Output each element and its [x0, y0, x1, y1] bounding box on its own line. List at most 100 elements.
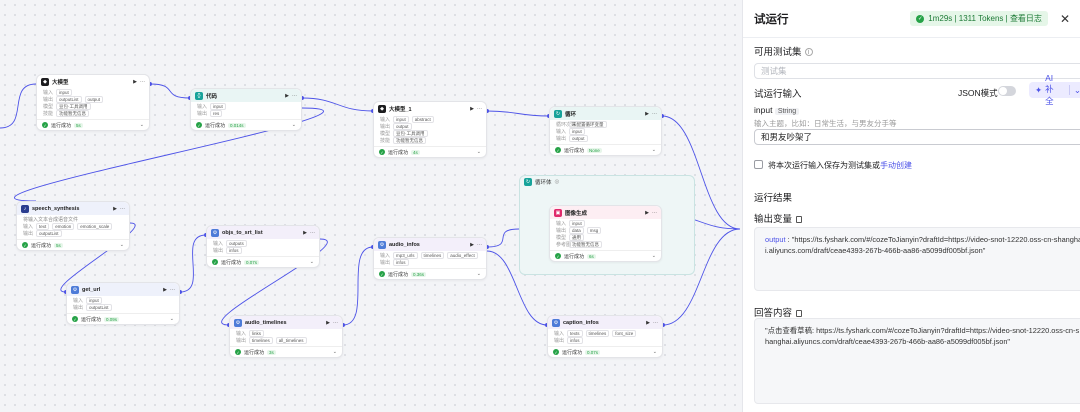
- run-node-icon[interactable]: ▶: [113, 205, 117, 212]
- param-chip: abstract: [411, 116, 434, 123]
- chevron-down-icon[interactable]: ⌄: [651, 147, 656, 153]
- more-icon[interactable]: ⋯: [120, 205, 125, 212]
- param-key: 循环次数: [556, 122, 577, 128]
- edge-llm1-loop[interactable]: [486, 110, 550, 117]
- chevron-down-icon[interactable]: ⌄: [139, 122, 144, 128]
- manual-create-link[interactable]: 手动创建: [880, 161, 912, 170]
- more-icon[interactable]: ⋯: [477, 241, 482, 248]
- edge-code-llm1[interactable]: [301, 97, 374, 112]
- loop-settings-icon[interactable]: ◎: [554, 178, 560, 185]
- chevron-down-icon[interactable]: ⌄: [651, 253, 656, 259]
- node-type-icon: ⚙: [378, 240, 386, 249]
- copy-icon[interactable]: [796, 309, 803, 317]
- more-icon[interactable]: ⋯: [333, 319, 338, 326]
- more-icon[interactable]: ⋯: [292, 92, 297, 99]
- sparkle-icon: ✦: [1035, 84, 1043, 95]
- edge-audiotl-audioinfos[interactable]: [342, 246, 374, 326]
- edge-geturl-objsrt[interactable]: [179, 234, 207, 293]
- status-text: 运行成功: [564, 253, 585, 260]
- param-chip: output: [84, 96, 104, 103]
- input-field[interactable]: 和男友吵架了: [754, 129, 1080, 145]
- edge-code-speech[interactable]: [14, 107, 324, 202]
- input-name: input: [754, 105, 773, 115]
- node-type-icon: ⚙: [211, 228, 219, 237]
- answer-box: "点击查看草稿: https://ts.fyshark.com/#/cozeTo…: [754, 318, 1080, 404]
- testset-select[interactable]: 测试集: [754, 63, 1080, 79]
- save-testset-checkbox[interactable]: [754, 160, 763, 169]
- chevron-down-icon[interactable]: ⌄: [291, 122, 296, 128]
- edge-captions-end[interactable]: [662, 228, 741, 326]
- run-node-icon[interactable]: ▶: [470, 105, 474, 112]
- more-icon[interactable]: ⋯: [652, 209, 657, 216]
- run-node-icon[interactable]: ▶: [163, 286, 167, 293]
- chevron-down-icon[interactable]: ⌄: [476, 149, 481, 155]
- edge-start-llm[interactable]: [0, 83, 37, 129]
- more-icon[interactable]: ⋯: [170, 286, 175, 293]
- run-node-icon[interactable]: ▶: [133, 78, 137, 85]
- edge-speech-geturl[interactable]: [60, 222, 136, 293]
- edge-audioinfos-loop[interactable]: [486, 228, 520, 248]
- run-node-icon[interactable]: ▶: [303, 229, 307, 236]
- more-icon[interactable]: ⋯: [653, 319, 658, 326]
- chevron-down-icon[interactable]: ⌄: [332, 349, 337, 355]
- run-node-icon[interactable]: ▶: [326, 319, 330, 326]
- close-icon[interactable]: ✕: [1059, 11, 1070, 26]
- node-title: caption_infos: [563, 319, 599, 326]
- param-chip: outputs: [226, 240, 247, 247]
- chevron-down-icon[interactable]: ⌄: [119, 242, 124, 248]
- more-icon[interactable]: ⋯: [140, 78, 145, 85]
- input-param: input String: [754, 105, 800, 115]
- edge-audioinfos-captions[interactable]: [486, 250, 548, 326]
- json-mode-toggle[interactable]: [998, 86, 1016, 96]
- run-node-icon[interactable]: ▶: [646, 319, 650, 326]
- edge-loop-end[interactable]: [661, 115, 741, 230]
- more-icon[interactable]: ⋯: [652, 110, 657, 117]
- run-node-icon[interactable]: ▶: [645, 110, 649, 117]
- edge-objsrt-audiotl[interactable]: [221, 238, 328, 326]
- run-input-label: 试运行输入: [754, 89, 802, 100]
- more-icon[interactable]: ⋯: [477, 105, 482, 112]
- ai-complete-button[interactable]: ✦AI 补全⌄: [1029, 73, 1080, 106]
- chevron-down-icon[interactable]: ⌄: [169, 316, 174, 322]
- run-status-badge[interactable]: ✓1m29s | 1311 Tokens | 查看日志: [910, 11, 1048, 26]
- chevron-down-icon[interactable]: ⌄: [652, 349, 657, 355]
- info-icon[interactable]: i: [804, 48, 813, 57]
- edge-llm-code[interactable]: [149, 83, 191, 99]
- node-title: audio_timelines: [245, 319, 287, 326]
- copy-icon[interactable]: [796, 215, 803, 223]
- param-key: 输出: [556, 228, 567, 234]
- run-node-icon[interactable]: ▶: [285, 92, 289, 99]
- more-icon[interactable]: ⋯: [310, 229, 315, 236]
- run-node-icon[interactable]: ▶: [645, 209, 649, 216]
- chevron-down-icon[interactable]: ⌄: [309, 259, 314, 265]
- run-node-icon[interactable]: ▶: [470, 241, 474, 248]
- chevron-down-icon[interactable]: ⌄: [476, 271, 481, 277]
- chevron-down-icon[interactable]: ⌄: [1068, 85, 1080, 95]
- param-key: 输入: [73, 298, 84, 304]
